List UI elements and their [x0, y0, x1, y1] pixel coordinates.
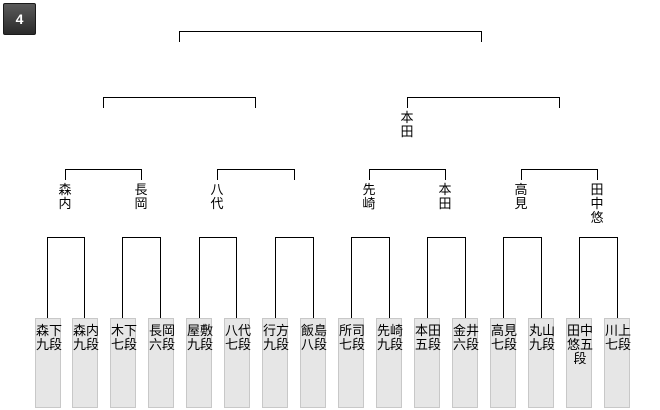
player-slot: 金井六段 [452, 318, 480, 408]
player-slot: 長岡六段 [148, 318, 176, 408]
bracket-line-semi-1 [103, 97, 256, 108]
player-name: 木下七段 [111, 324, 138, 353]
player-name: 森下九段 [36, 324, 63, 353]
player-name: 先崎九段 [377, 324, 404, 353]
bracket-line-qf-2 [217, 169, 295, 180]
player-slot: 木下七段 [110, 318, 138, 408]
bracket-line-qf-1 [65, 169, 142, 180]
player-name: 屋敷九段 [187, 324, 214, 353]
round1-winner-8: 田中悠 [590, 183, 604, 226]
player-name: 八代七段 [225, 324, 252, 353]
bracket-line-r1-5 [351, 237, 390, 318]
bracket-line-r1-1 [47, 237, 85, 318]
player-slot: 本田五段 [414, 318, 442, 408]
player-slot: 川上七段 [604, 318, 632, 408]
bracket-line-r1-8 [579, 237, 618, 318]
round1-winner-2: 長岡 [134, 183, 148, 212]
player-slot: 先崎九段 [376, 318, 404, 408]
bracket-line-r1-2 [122, 237, 161, 318]
player-name: 所司七段 [339, 324, 366, 353]
round1-winner-5: 先崎 [362, 183, 376, 212]
player-name: 金井六段 [453, 324, 480, 353]
bracket-line-qf-3 [369, 169, 446, 180]
player-name: 丸山九段 [529, 324, 556, 353]
round1-winner-7: 高見 [514, 183, 528, 212]
bracket-line-final [179, 31, 482, 42]
bracket-line-semi-2 [407, 97, 560, 108]
player-name: 行方九段 [263, 324, 290, 353]
player-name: 高見七段 [491, 324, 518, 353]
bracket-line-r1-3 [199, 237, 237, 318]
player-slot: 田中悠五段 [566, 318, 594, 408]
player-slot: 高見七段 [490, 318, 518, 408]
player-name: 田中悠五段 [567, 324, 594, 367]
player-slot: 森内九段 [72, 318, 100, 408]
block-number-badge: 4 [3, 3, 36, 35]
player-slot: 飯島八段 [300, 318, 328, 408]
player-slot: 屋敷九段 [186, 318, 214, 408]
player-slot: 八代七段 [224, 318, 252, 408]
round1-winner-1: 森内 [58, 183, 72, 212]
player-slot: 所司七段 [338, 318, 366, 408]
bracket-line-r1-7 [503, 237, 542, 318]
player-name: 飯島八段 [301, 324, 328, 353]
player-slot: 丸山九段 [528, 318, 556, 408]
round1-winner-6: 本田 [438, 183, 452, 212]
bracket-line-r1-6 [427, 237, 466, 318]
bracket-line-qf-4 [521, 169, 598, 180]
player-name: 森内九段 [73, 324, 100, 353]
player-slot: 森下九段 [35, 318, 63, 408]
player-name: 本田五段 [415, 324, 442, 353]
round1-winner-3: 八代 [210, 183, 224, 212]
player-name: 川上七段 [605, 324, 632, 353]
bracket-line-r1-4 [275, 237, 314, 318]
player-slot: 行方九段 [262, 318, 290, 408]
round2-winner-3: 本田 [400, 111, 414, 140]
player-name: 長岡六段 [149, 324, 176, 353]
